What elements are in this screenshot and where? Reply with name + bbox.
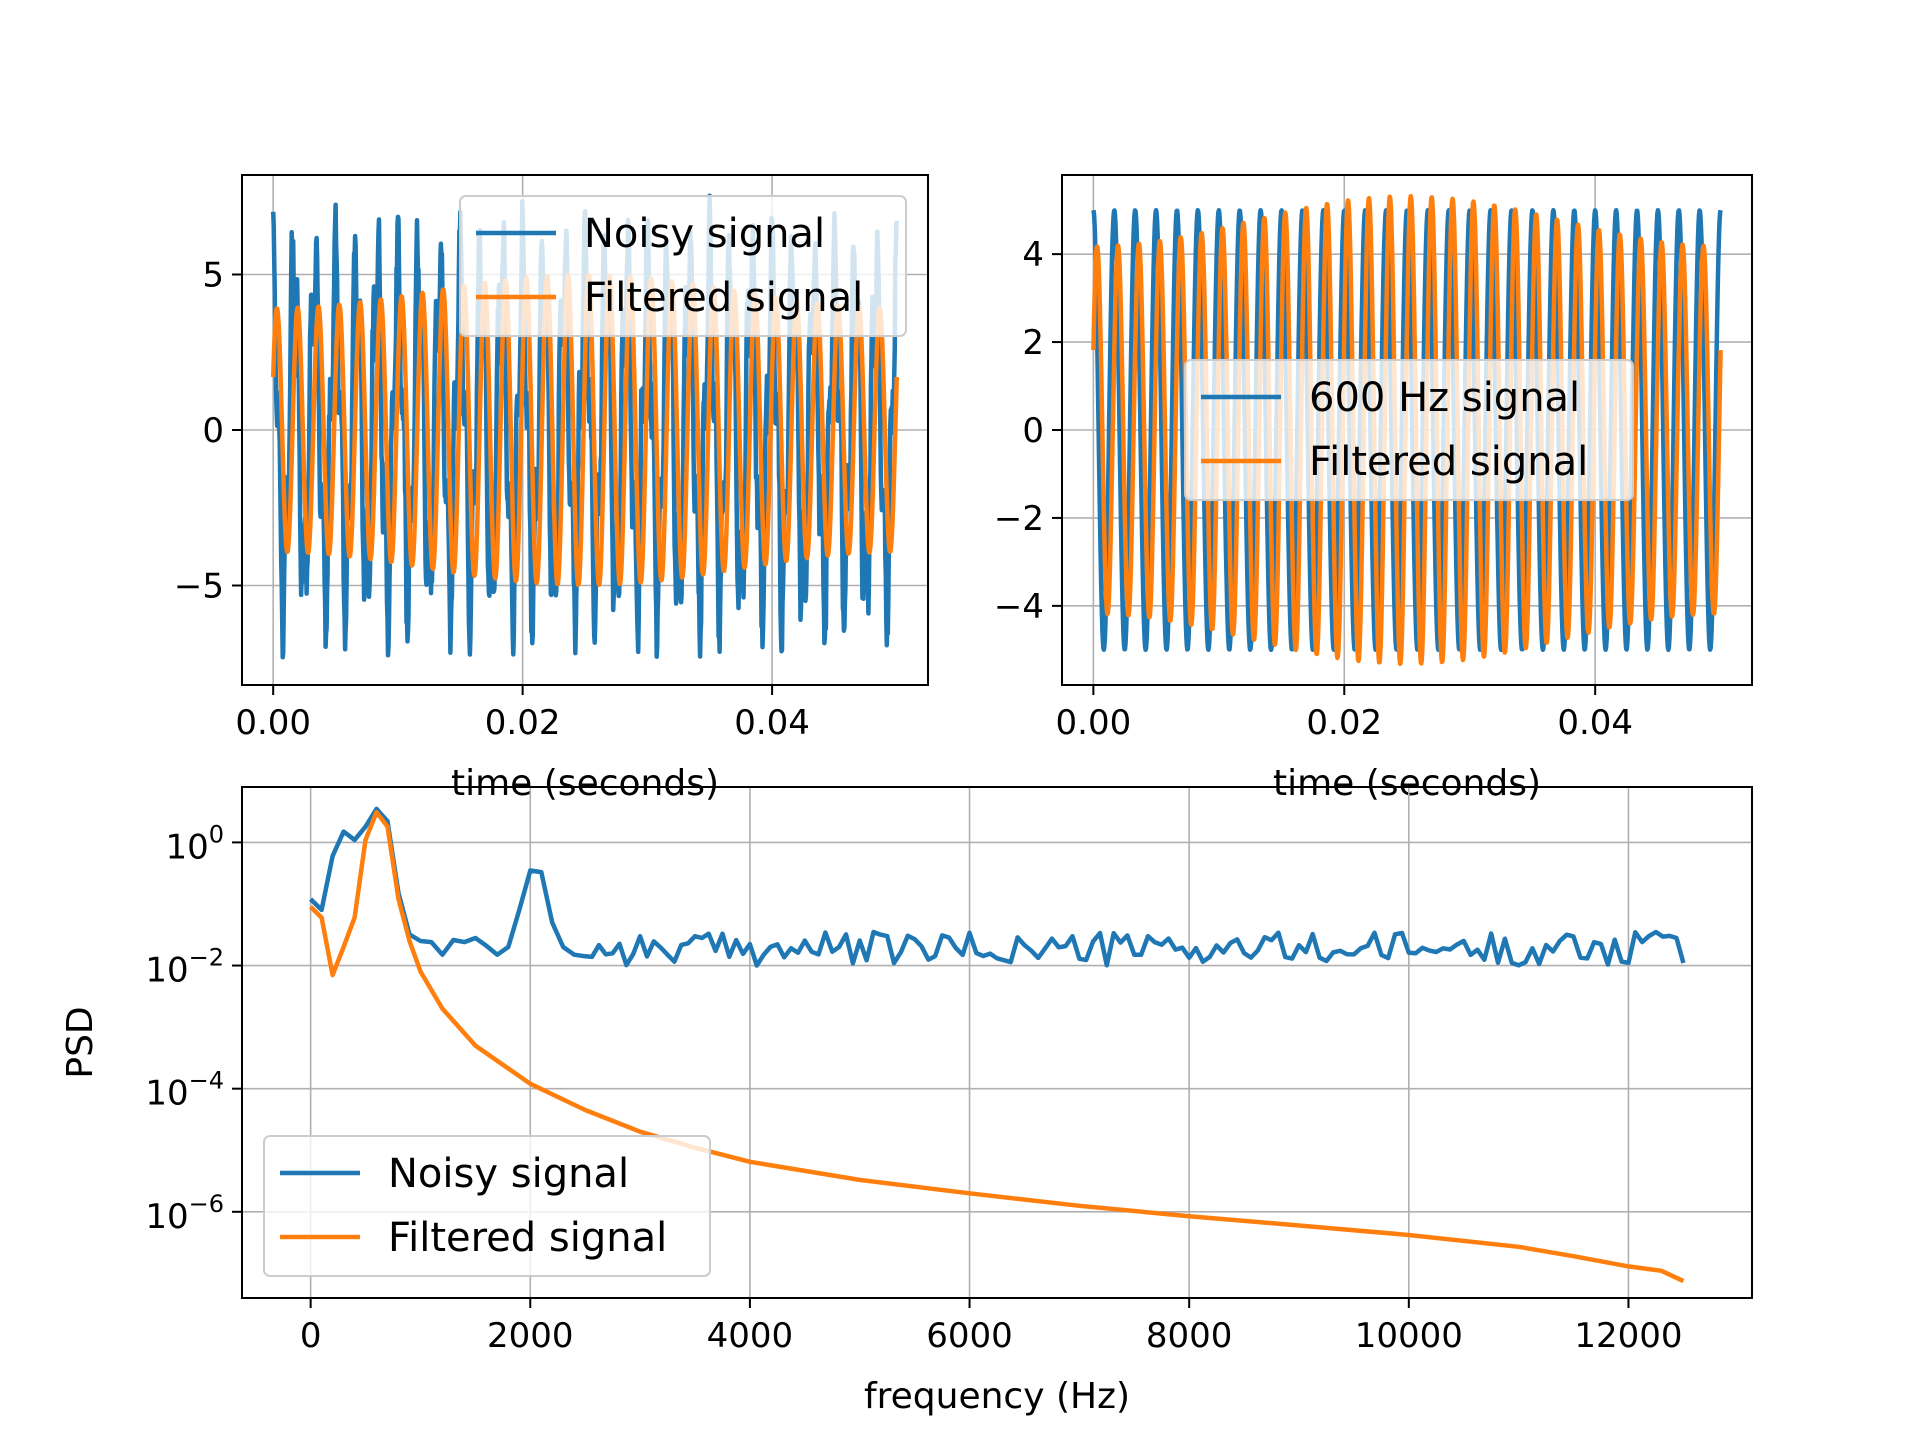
x-tick-label: 0.00 <box>1056 703 1132 743</box>
x-tick-label: 4000 <box>707 1316 794 1356</box>
x-axis-label: time (seconds) <box>451 763 719 804</box>
y-axis-label: PSD <box>60 1006 101 1078</box>
x-tick-label: 0 <box>300 1316 322 1356</box>
legend-entry-label: Noisy signal <box>388 1151 629 1197</box>
x-tick-label: 8000 <box>1146 1316 1233 1356</box>
psd-series-line-orange <box>309 809 1685 1284</box>
x-tick-label: 0.04 <box>734 703 810 743</box>
legend-box <box>263 1135 711 1277</box>
y-tick-label: 10−4 <box>145 1067 224 1114</box>
x-tick-label: 0.02 <box>1306 703 1382 743</box>
legend-entry-label: Filtered signal <box>584 275 863 321</box>
y-tick-label: 4 <box>1022 235 1044 275</box>
x-tick-label: 10000 <box>1355 1316 1463 1356</box>
x-tick-label: 12000 <box>1574 1316 1682 1356</box>
y-tick-label: 0 <box>202 411 224 451</box>
x-axis-label: frequency (Hz) <box>864 1376 1130 1417</box>
y-tick-label: 0 <box>1022 411 1044 451</box>
y-tick-label: −4 <box>994 587 1044 627</box>
x-tick-label: 2000 <box>487 1316 574 1356</box>
x-tick-label: 6000 <box>926 1316 1013 1356</box>
legend-box <box>459 195 907 337</box>
series-line-orange <box>1091 193 1723 667</box>
legend-entry-label: Noisy signal <box>584 211 825 257</box>
psd-series-line-blue <box>309 806 1686 968</box>
x-tick-label: 0.04 <box>1557 703 1633 743</box>
legend-entry-label: Filtered signal <box>1309 439 1588 485</box>
y-tick-label: 5 <box>202 256 224 296</box>
axes-frame <box>241 786 1753 1299</box>
y-tick-label: 100 <box>165 820 224 867</box>
x-tick-label: 0.00 <box>235 703 311 743</box>
y-tick-label: 2 <box>1022 323 1044 363</box>
series-line-orange <box>270 272 900 588</box>
legend-entry-label: 600 Hz signal <box>1309 375 1580 421</box>
y-tick-label: −5 <box>174 566 224 606</box>
series-line-blue <box>1091 207 1723 653</box>
y-tick-label: −2 <box>994 499 1044 539</box>
y-tick-label: 10−2 <box>145 944 224 991</box>
x-axis-label: time (seconds) <box>1273 763 1541 804</box>
legend-box <box>1184 359 1634 501</box>
x-tick-label: 0.02 <box>485 703 561 743</box>
y-tick-label: 10−6 <box>145 1190 224 1237</box>
legend-entry-label: Filtered signal <box>388 1215 667 1261</box>
